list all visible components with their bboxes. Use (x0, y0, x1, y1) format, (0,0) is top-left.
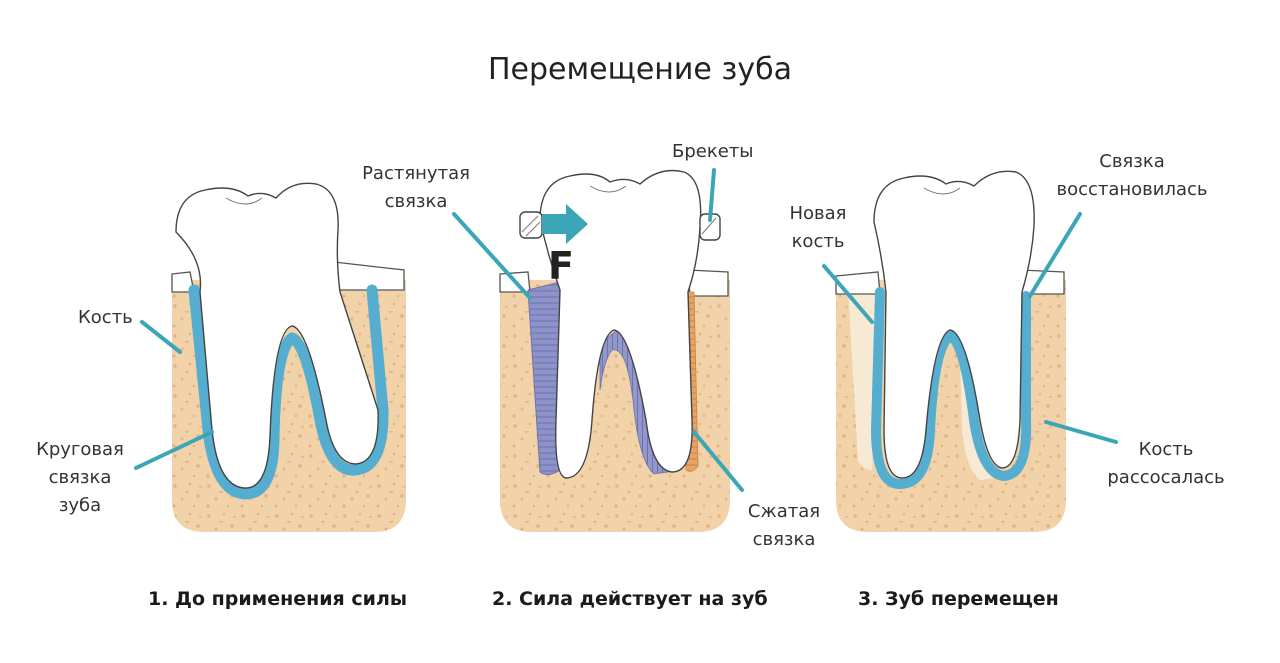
label-circular-ligament: Круговая связка зуба (34, 436, 126, 520)
tooth-crown-groove-1 (225, 197, 263, 205)
label-line: Сжатая (747, 501, 821, 522)
tooth-body-3 (873, 170, 1035, 479)
pointer-resorbed-3 (1044, 420, 1118, 444)
caption-stage-2: 2. Сила действует на зуб (492, 588, 768, 610)
pointer-braces-2 (708, 168, 716, 222)
caption-stage-3: 3. Зуб перемещен (858, 588, 1059, 610)
pointer-ligament-1 (134, 430, 214, 470)
label-bone-resorbed: Кость рассосалась (1104, 436, 1228, 492)
tooth-body-2 (539, 169, 702, 479)
caption-stage-1: 1. До применения силы (148, 588, 408, 610)
pointer-lines (134, 168, 1118, 492)
tooth-crown-groove-2 (589, 185, 627, 193)
pointer-compressed-2 (692, 430, 744, 492)
label-braces: Брекеты (672, 141, 754, 162)
label-line: Круговая (36, 439, 124, 460)
label-line: восстановилась (1056, 179, 1208, 200)
tooth-crown-groove-3 (923, 187, 961, 195)
label-line: Растянутая (362, 163, 470, 184)
label-line: кость (791, 231, 845, 252)
bracket-left (519, 211, 543, 239)
label-line: зуба (58, 495, 102, 516)
label-line: связка (384, 191, 448, 212)
force-arrow (542, 204, 588, 244)
pointer-stretched-2 (452, 212, 532, 300)
ligament-1 (188, 284, 389, 500)
label-line: рассосалась (1107, 467, 1225, 488)
pointer-bone-1 (140, 320, 182, 354)
label-bone-1: Кость (78, 307, 133, 328)
label-stretched-ligament: Растянутая связка (362, 160, 470, 216)
label-ligament-restored: Связка восстановилась (1052, 148, 1212, 204)
stage-3-tooth (835, 170, 1066, 532)
label-line: связка (48, 467, 112, 488)
label-line: Новая (789, 203, 847, 224)
pointer-newbone-3 (822, 264, 874, 324)
label-new-bone: Новая кость (786, 200, 850, 256)
label-line: связка (752, 529, 816, 550)
label-line: Кость (1138, 439, 1194, 460)
stage-2-tooth (499, 169, 730, 532)
pointer-restored-3 (1028, 212, 1082, 298)
ligament-3 (871, 287, 1032, 489)
force-label: F (548, 244, 574, 288)
page-title: Перемещение зуба (487, 52, 792, 87)
stage-1-tooth (171, 182, 406, 532)
label-compressed-ligament: Сжатая связка (746, 498, 822, 554)
label-line: Связка (1099, 151, 1165, 172)
tooth-body-1 (175, 182, 379, 489)
